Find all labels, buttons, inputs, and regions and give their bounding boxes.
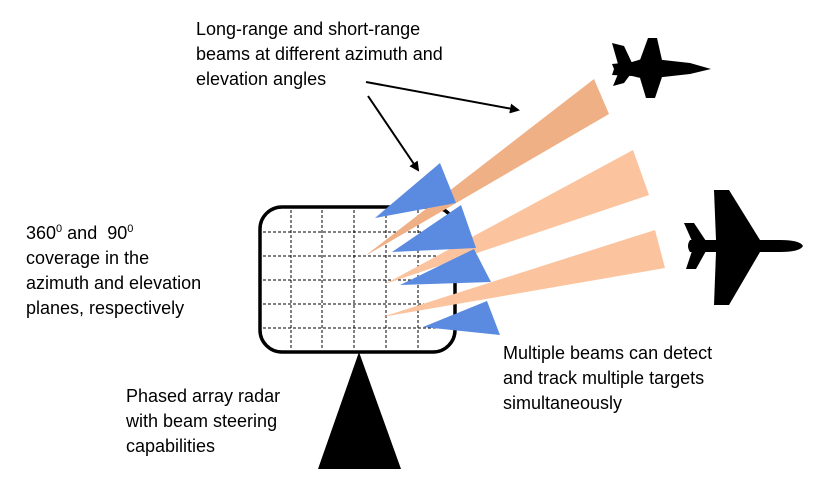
radar-label-line: with beam steering — [126, 411, 278, 431]
long-range-beam-middle — [385, 150, 649, 284]
degree-superscript: 0 — [56, 223, 63, 235]
radar-grid — [263, 210, 452, 349]
radar-label-line: Phased array radar — [126, 386, 281, 406]
coverage-label-line: coverage in the — [26, 248, 150, 268]
radar-description-label: Phased array radar with beam steering ca… — [126, 384, 280, 459]
arrow-to-short-range-beam — [367, 95, 420, 172]
multi-label-line: and track multiple targets — [503, 368, 705, 388]
beams-label-line: Long-range and short-range — [196, 19, 421, 39]
long-range-beam-bottom — [382, 230, 665, 317]
coverage-label-line: 3600 and 900 — [26, 221, 201, 246]
degree-superscript: 0 — [127, 223, 134, 235]
radar-label-line: capabilities — [126, 436, 216, 456]
coverage-label-line: planes, respectively — [26, 298, 185, 318]
radar-stand — [318, 352, 401, 469]
multi-label-line: Multiple beams can detect — [503, 343, 713, 363]
beams-label-line: beams at different azimuth and — [196, 44, 443, 64]
multiple-beams-label: Multiple beams can detect and track mult… — [503, 341, 712, 416]
elevation-degrees: and 90 — [62, 223, 128, 243]
short-range-beam-3 — [400, 249, 491, 285]
short-range-beam-4 — [423, 301, 500, 335]
short-range-beam-2 — [392, 205, 476, 252]
short-range-beam-1 — [375, 163, 456, 218]
coverage-description-label: 3600 and 900 coverage in the azimuth and… — [26, 221, 201, 321]
fighter-jet-icon — [612, 38, 711, 98]
airplane-icon — [684, 190, 803, 305]
beams-label-line: elevation angles — [196, 69, 327, 89]
beams-description-label: Long-range and short-range beams at diff… — [196, 17, 443, 92]
coverage-label-line: azimuth and elevation — [26, 273, 202, 293]
arrow-to-long-range-beam — [365, 81, 520, 114]
long-range-beam-top — [365, 79, 609, 256]
multi-label-line: simultaneously — [503, 393, 623, 413]
azimuth-degrees: 360 — [26, 223, 57, 243]
